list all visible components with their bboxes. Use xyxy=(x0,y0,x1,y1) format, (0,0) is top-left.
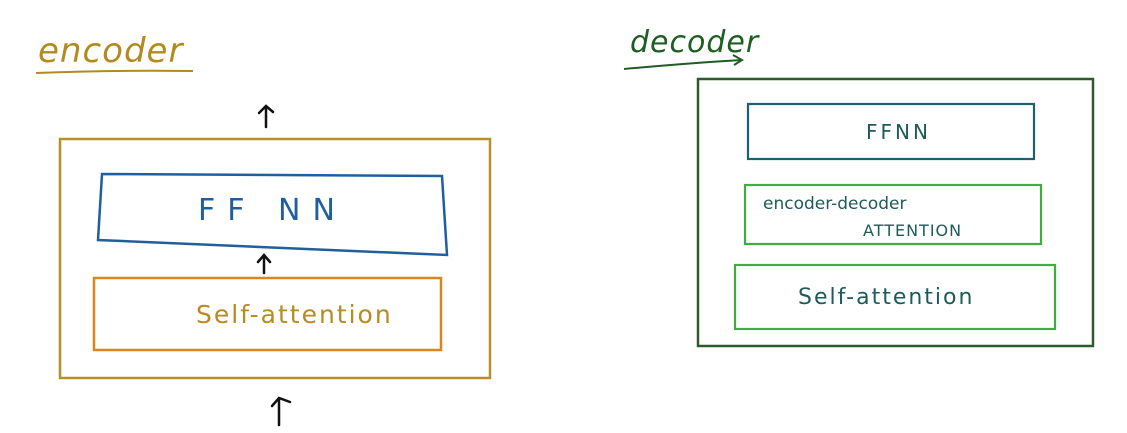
decoder-title-underline xyxy=(623,59,743,70)
encoder-self-attention-label: Self-attention xyxy=(196,300,393,329)
decoder-enc-dec-label-line2: ATTENTION xyxy=(863,221,962,240)
encoder-title: encoder xyxy=(38,31,184,71)
encoder-input-arrow-icon xyxy=(270,396,292,427)
decoder-self-attention-box xyxy=(733,263,1057,331)
decoder-ffnn-box xyxy=(746,102,1036,161)
decoder-ffnn-label: FFNN xyxy=(866,120,931,144)
encoder-outer-frame xyxy=(58,137,492,380)
decoder-enc-dec-label-line1: encoder-decoder xyxy=(763,194,907,214)
encoder-internal-arrow-icon xyxy=(256,253,272,275)
encoder-ffnn-box xyxy=(96,172,449,257)
encoder-section: encoder FF NN Self-attention xyxy=(35,31,492,427)
decoder-section: decoder FFNN encoder-decoder ATTENTION S… xyxy=(623,25,1095,348)
decoder-title: decoder xyxy=(630,25,760,60)
decoder-outer-frame xyxy=(696,77,1095,348)
encoder-ffnn-label: FF NN xyxy=(198,193,347,228)
encoder-output-arrow-icon xyxy=(257,104,275,129)
decoder-self-attention-label: Self-attention xyxy=(798,285,974,310)
encoder-self-attention-box xyxy=(92,276,443,352)
decoder-title-underline-tick xyxy=(732,54,744,66)
encoder-title-underline xyxy=(35,69,194,74)
decoder-enc-dec-attention-box xyxy=(743,183,1043,246)
